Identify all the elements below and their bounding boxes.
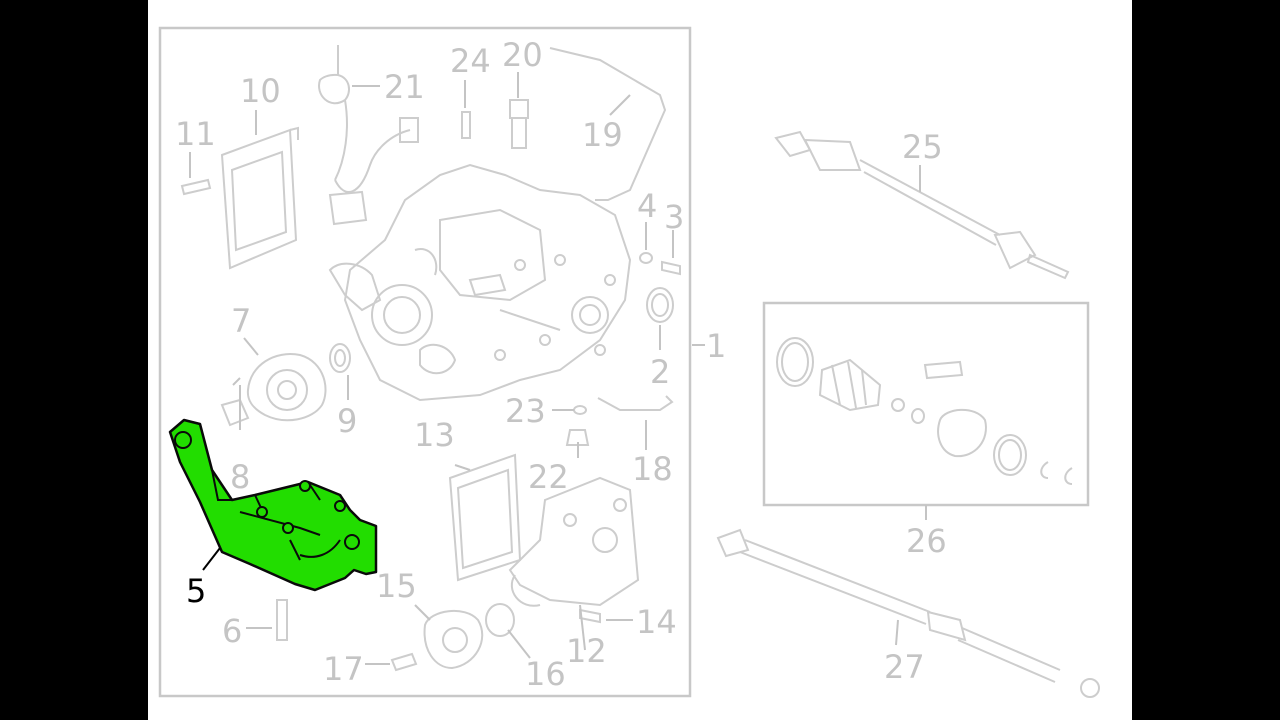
part-25-axle-shaft xyxy=(774,130,1070,280)
callout-4: 4 xyxy=(637,187,657,225)
part-20-sensor xyxy=(509,99,529,149)
part-22-plug xyxy=(565,429,590,446)
callout-3: 3 xyxy=(664,198,684,236)
callout-14: 14 xyxy=(636,603,677,641)
part-24-bolt xyxy=(461,111,471,139)
part-5-bracket-highlight xyxy=(168,418,378,592)
part-27-propeller-shaft xyxy=(716,528,1100,698)
part-14-bolt xyxy=(579,608,601,624)
callout-7: 7 xyxy=(231,302,251,340)
main-assembly-frame xyxy=(158,26,692,698)
callout-25: 25 xyxy=(902,128,943,166)
callout-22: 22 xyxy=(528,458,569,496)
part-4-washer xyxy=(639,252,653,264)
callout-11: 11 xyxy=(175,115,216,153)
part-2-seal xyxy=(646,287,674,323)
callout-24: 24 xyxy=(450,42,491,80)
callout-8: 8 xyxy=(230,458,250,496)
part-6-bolt xyxy=(276,599,288,641)
part-26-boot-kit xyxy=(776,337,1073,485)
callout-1: 1 xyxy=(706,327,726,365)
part-21-harness xyxy=(318,45,419,226)
part-10-module xyxy=(220,126,299,270)
part-23-washer xyxy=(573,405,587,415)
part-16-oring xyxy=(485,603,515,637)
part-11-bolt xyxy=(180,178,212,196)
part-17-bolt xyxy=(390,652,418,672)
callout-6: 6 xyxy=(222,612,242,650)
boot-kit-frame xyxy=(762,301,1090,507)
callout-15: 15 xyxy=(376,567,417,605)
part-12-case xyxy=(508,476,640,607)
callout-16: 16 xyxy=(525,655,566,693)
callout-21: 21 xyxy=(384,68,425,106)
part-3-bolt xyxy=(661,260,681,276)
differential-housing xyxy=(328,163,632,402)
callout-20: 20 xyxy=(502,36,543,74)
part-8-plug xyxy=(220,398,250,427)
part-13-gasket xyxy=(448,453,522,582)
callout-26: 26 xyxy=(906,522,947,560)
callout-27: 27 xyxy=(884,648,925,686)
part-7-cover xyxy=(246,353,327,422)
callout-labels: 1 2 3 4 5 6 7 8 9 10 11 12 13 14 15 16 1… xyxy=(175,36,947,693)
leader-lines xyxy=(189,72,927,665)
part-15-cover xyxy=(423,609,484,670)
callout-17: 17 xyxy=(323,650,364,688)
callout-2: 2 xyxy=(650,353,670,391)
callout-10: 10 xyxy=(240,72,281,110)
callout-12: 12 xyxy=(566,632,607,670)
callout-5: 5 xyxy=(186,572,206,610)
part-9-seal xyxy=(329,343,351,373)
part-19-pipe xyxy=(549,47,667,201)
callout-9: 9 xyxy=(337,402,357,440)
part-18-pipe xyxy=(597,395,674,411)
callout-18: 18 xyxy=(632,450,673,488)
callout-13: 13 xyxy=(414,416,455,454)
callout-23: 23 xyxy=(505,392,546,430)
callout-19: 19 xyxy=(582,116,623,154)
